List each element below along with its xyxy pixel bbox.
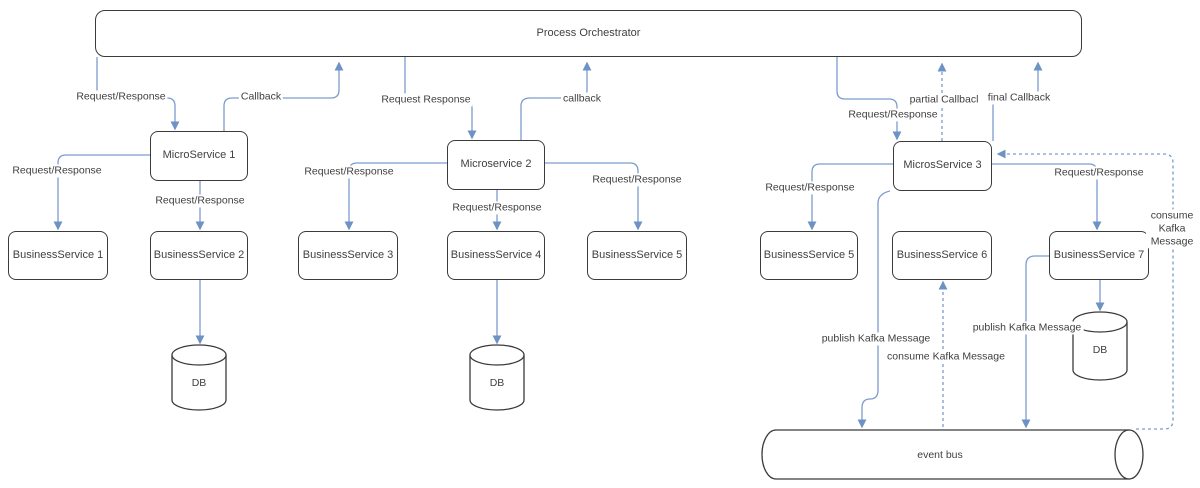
node-microservice-1: MicroService 1	[150, 131, 248, 181]
node-microservice-3: MicrosService 3	[893, 141, 992, 191]
edge-label-ms1-bs1: Request/Response	[10, 164, 104, 178]
node-label: BusinessService 5	[763, 248, 855, 261]
db3-label: DB	[1092, 344, 1108, 356]
edge-label-bs6-consume: consume Kafka Message	[885, 350, 1007, 364]
db-cylinder-3	[1072, 311, 1128, 381]
node-label: BusinessService 1	[12, 248, 104, 261]
edge-label-ms2-bs4: Request/Response	[450, 201, 544, 215]
edge-ms1-to-bs1	[53, 154, 150, 231]
edge-label-ms2-callback: callback	[561, 92, 603, 106]
node-label: Microservice 2	[460, 158, 532, 171]
node-microservice-2: Microservice 2	[447, 140, 545, 190]
node-label: BusinessService 5	[591, 248, 683, 261]
node-business-service-5-right: BusinessService 5	[760, 231, 858, 280]
edge-label-ms3-final-callback: final Callback	[985, 91, 1053, 105]
event-bus-label: event bus	[917, 449, 963, 461]
edge-ms3-to-bs5	[807, 163, 893, 231]
node-label: BusinessService 3	[302, 248, 394, 261]
event-bus-cylinder	[761, 429, 1144, 480]
edge-label-ms3-consume: consume Kafka Message	[1146, 209, 1198, 249]
node-business-service-1: BusinessService 1	[8, 231, 108, 280]
node-label: Process Orchestrator	[536, 26, 641, 39]
node-label: BusinessService 7	[1053, 248, 1145, 261]
node-business-service-4: BusinessService 4	[447, 231, 545, 280]
db-cylinder-1	[171, 344, 227, 411]
edge-label-ms3-bs7: Request/Response	[1052, 166, 1146, 180]
edge-label-ms2-bs3: Request/Response	[302, 165, 396, 179]
edge-label-ms1-bs2: Request/Response	[153, 194, 247, 208]
node-label: BusinessService 2	[153, 248, 245, 261]
edge-label-ms3-bs5: Request/Response	[763, 181, 857, 195]
edge-label-orch-ms2: Request Response	[379, 93, 473, 107]
edge-ms2-to-bs5	[545, 162, 643, 231]
edge-label-ms3-publish: publish Kafka Message	[819, 332, 933, 346]
edge-label-ms3-partial-callback: partial Callbacl	[907, 93, 981, 107]
edge-orchestrator-to-ms3	[836, 57, 902, 141]
node-label: MicroService 1	[162, 149, 236, 162]
node-label: BusinessService 4	[450, 248, 542, 261]
node-business-service-7: BusinessService 7	[1049, 231, 1149, 280]
edge-label-ms2-bs5: Request/Response	[590, 173, 684, 187]
edge-label-orch-ms1: Request/Response	[74, 90, 168, 104]
node-business-service-2: BusinessService 2	[150, 231, 248, 280]
node-process-orchestrator: Process Orchestrator	[95, 10, 1082, 57]
node-business-service-6: BusinessService 6	[892, 231, 992, 280]
db1-label: DB	[191, 377, 207, 389]
edge-label-ms1-callback: Callback	[238, 90, 284, 104]
db-cylinder-2	[469, 344, 525, 411]
node-label: MicrosService 3	[903, 159, 982, 172]
edge-label-bs7-publish: publish Kafka Message	[970, 321, 1084, 335]
edge-bs7-publish-to-eventbus	[1021, 255, 1049, 429]
edge-ms3-publish-to-eventbus	[857, 190, 891, 429]
node-label: BusinessService 6	[896, 248, 988, 261]
node-business-service-5-mid: BusinessService 5	[587, 231, 687, 280]
db2-label: DB	[489, 377, 505, 389]
node-business-service-3: BusinessService 3	[298, 231, 398, 280]
edge-eventbus-consume-to-ms3	[996, 149, 1174, 430]
edge-label-orch-ms3: Request/Response	[846, 108, 940, 122]
